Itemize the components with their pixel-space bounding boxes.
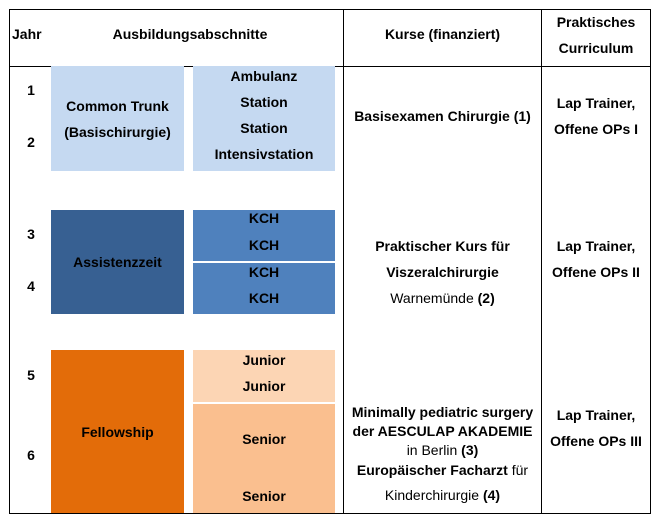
column-divider-praktisches	[541, 9, 542, 514]
practical-1-line2: Offene OPs I	[553, 121, 639, 137]
year-3: 3	[27, 226, 35, 242]
rotation-kch-2: KCH	[248, 237, 280, 253]
phase-common-trunk: Common Trunk (Basischirurgie)	[51, 66, 184, 171]
header-jahr: Jahr	[12, 26, 42, 42]
course-3-line2: der AESCULAP AKADEMIE	[352, 423, 533, 439]
course-1: Basisexamen Chirurgie (1)	[344, 103, 541, 129]
rotation-kch-4: KCH	[248, 290, 280, 306]
rotation-junior-2: Junior	[242, 378, 286, 394]
phase-common-trunk-label: Common Trunk	[66, 97, 169, 114]
rotation-assistenz-block-bottom	[193, 263, 335, 314]
column-divider-kurse	[343, 9, 344, 514]
course-2-line2: Viszeralchirurgie	[386, 264, 499, 280]
year-4: 4	[27, 278, 35, 294]
practical-1: Lap Trainer, Offene OPs I	[542, 90, 650, 142]
practical-3-line2: Offene OPs III	[550, 433, 642, 449]
table-top-border	[9, 9, 651, 10]
rotation-ambulanz: Ambulanz	[230, 68, 298, 84]
practical-2-line1: Lap Trainer,	[556, 238, 636, 254]
practical-3: Lap Trainer, Offene OPs III	[542, 402, 650, 454]
rotation-common-block	[193, 66, 335, 171]
rotation-kch-3: KCH	[248, 264, 280, 280]
phase-fellowship-label: Fellowship	[81, 423, 154, 440]
table-right-border	[650, 9, 651, 514]
course-4-line1: Europäischer Facharzt für	[356, 462, 529, 478]
header-kurse: Kurse (finanziert)	[384, 26, 501, 42]
phase-common-trunk-sublabel: (Basischirurgie)	[64, 123, 171, 140]
rotation-assistenz-block-top	[193, 210, 335, 261]
course-1-text: Basisexamen Chirurgie (1)	[354, 108, 531, 124]
year-1: 1	[27, 82, 35, 98]
rotation-kch-1: KCH	[248, 210, 280, 226]
course-2-line3: Warnemünde (2)	[390, 290, 495, 306]
year-6: 6	[27, 447, 35, 463]
table-left-border	[9, 9, 10, 514]
header-curriculum: Curriculum	[558, 40, 634, 56]
practical-2: Lap Trainer, Offene OPs II	[542, 233, 650, 285]
rotation-junior-block	[193, 350, 335, 402]
phase-assistenzzeit: Assistenzzeit	[51, 210, 184, 314]
course-2-line1: Praktischer Kurs für	[375, 238, 510, 254]
practical-3-line1: Lap Trainer,	[556, 407, 636, 423]
course-3-line3: in Berlin (3)	[406, 442, 479, 458]
rotation-station-1: Station	[240, 94, 288, 110]
rotation-senior-2: Senior	[242, 488, 286, 504]
header-ausbildungsabschnitte: Ausbildungsabschnitte	[112, 26, 268, 42]
rotation-senior-block	[193, 404, 335, 513]
practical-1-line1: Lap Trainer,	[556, 95, 636, 111]
rotation-intensivstation: Intensivstation	[214, 146, 314, 162]
header-praktisches: Praktisches	[556, 14, 636, 30]
phase-fellowship: Fellowship	[51, 350, 184, 513]
rotation-junior-1: Junior	[242, 352, 286, 368]
rotation-senior-1: Senior	[242, 431, 286, 447]
phase-assistenzzeit-label: Assistenzzeit	[73, 254, 162, 270]
course-3-4: Minimally pediatric surgery der AESCULAP…	[344, 403, 541, 505]
practical-2-line2: Offene OPs II	[552, 264, 640, 280]
table-bottom-border	[9, 513, 651, 514]
year-2: 2	[27, 134, 35, 150]
course-4-line2: Kinderchirurgie (4)	[384, 487, 501, 503]
course-3-line1: Minimally pediatric surgery	[351, 404, 534, 420]
year-5: 5	[27, 367, 35, 383]
course-2: Praktischer Kurs für Viszeralchirurgie W…	[344, 233, 541, 311]
rotation-station-2: Station	[240, 120, 288, 136]
